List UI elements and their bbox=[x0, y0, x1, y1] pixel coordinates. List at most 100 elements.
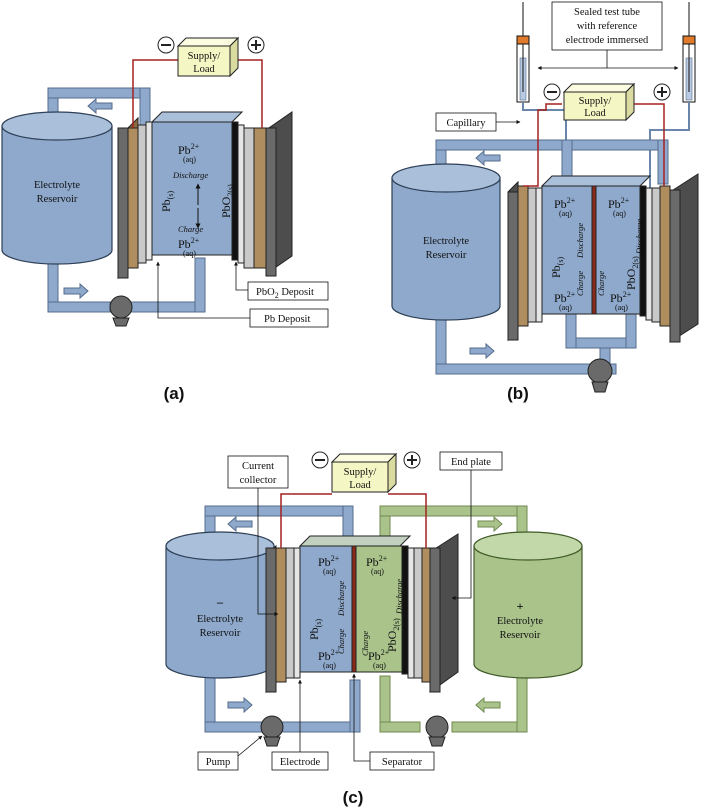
reservoir-b-line1: Electrolyte bbox=[423, 236, 469, 247]
caption-c: (c) bbox=[343, 788, 364, 807]
aq-top-b-left: (aq) bbox=[559, 209, 572, 218]
supply-load-c-line1: Supply/ bbox=[344, 467, 377, 478]
separator-label: Separator bbox=[369, 751, 435, 771]
pb2-bottom-c-left: Pb2+ bbox=[318, 648, 340, 663]
reservoir-c-pos-line2: Reservoir bbox=[500, 630, 541, 641]
pb2-top-b-right: Pb2+ bbox=[608, 196, 630, 211]
pump-a bbox=[109, 295, 133, 327]
pump-b bbox=[587, 358, 613, 393]
wire-c-pos bbox=[388, 493, 427, 548]
aq-top-c-right: (aq) bbox=[371, 567, 384, 576]
end-plate-pointer bbox=[451, 470, 472, 600]
svg-text:Separator: Separator bbox=[382, 757, 423, 768]
pb2-top-b-left: Pb2+ bbox=[554, 196, 576, 211]
pb2-top-c-left: Pb2+ bbox=[318, 554, 340, 569]
svg-text:Pump: Pump bbox=[206, 757, 231, 768]
svg-text:Current: Current bbox=[242, 461, 274, 472]
svg-text:Sealed test tube: Sealed test tube bbox=[574, 7, 640, 18]
reservoir-a-line2: Reservoir bbox=[37, 194, 78, 205]
pb-deposit-pointer bbox=[156, 261, 250, 319]
svg-text:End plate: End plate bbox=[451, 457, 491, 468]
reservoir-b-line2: Reservoir bbox=[426, 250, 467, 261]
electrode-label: Electrode bbox=[271, 751, 329, 771]
aq-bottom-c-right: (aq) bbox=[373, 661, 386, 670]
reservoir-c-pos-sign: + bbox=[517, 599, 524, 613]
test-tube-left bbox=[516, 2, 530, 103]
minus-icon-a bbox=[157, 36, 175, 54]
reservoir-c-positive: + Electrolyte Reservoir bbox=[473, 531, 583, 679]
cell-stack-c bbox=[265, 533, 459, 694]
pbo2-c: PbO2(s) bbox=[385, 618, 401, 652]
caption-b: (b) bbox=[507, 384, 529, 403]
pb2-top-c-right: Pb2+ bbox=[366, 554, 388, 569]
pb2-bottom-c-right: Pb2+ bbox=[368, 648, 390, 663]
charge-c-right: Charge bbox=[360, 631, 370, 656]
plus-icon-a bbox=[247, 36, 265, 54]
flow-arrow-b-bottom bbox=[469, 342, 495, 360]
pb-deposit-label: Pb Deposit bbox=[249, 308, 329, 328]
wire-a-pos bbox=[234, 59, 263, 128]
svg-text:Capillary: Capillary bbox=[446, 118, 486, 129]
aq-bottom-b-right: (aq) bbox=[615, 303, 628, 312]
pb2-bottom-b-left: Pb2+ bbox=[554, 290, 576, 305]
aq-bottom-c-left: (aq) bbox=[323, 661, 336, 670]
discharge-b-left: Discharge bbox=[575, 223, 585, 259]
svg-text:Pb Deposit: Pb Deposit bbox=[264, 314, 310, 325]
flow-arrow-c-green-top bbox=[477, 515, 503, 533]
test-tube-right bbox=[682, 2, 696, 103]
pb2-bottom-a: Pb2+ bbox=[178, 236, 200, 251]
discharge-b-right: Discharge bbox=[634, 219, 644, 255]
aq-bottom-a: (aq) bbox=[183, 249, 196, 258]
test-tube-label: Sealed test tube with reference electrod… bbox=[551, 1, 663, 51]
supply-load-c: Supply/ Load bbox=[330, 452, 398, 494]
panel-b: Sealed test tube with reference electrod… bbox=[391, 1, 699, 403]
svg-text:Electrode: Electrode bbox=[280, 757, 321, 768]
reservoir-b: Electrolyte Reservoir bbox=[391, 163, 501, 321]
svg-text:PbO2 Deposit: PbO2 Deposit bbox=[256, 287, 314, 300]
current-collector-pointer bbox=[257, 488, 279, 616]
wire-c-neg bbox=[280, 493, 332, 548]
pipe-c-green bbox=[379, 505, 528, 733]
charge-b-right: Charge bbox=[596, 271, 606, 296]
plus-icon-b bbox=[653, 83, 671, 101]
end-plate-label: End plate bbox=[439, 451, 503, 471]
reservoir-c-negative: – Electrolyte Reservoir bbox=[165, 531, 275, 679]
cell-stack-b bbox=[507, 173, 699, 343]
reservoir-a-line1: Electrolyte bbox=[34, 180, 80, 191]
panel-c: – Electrolyte Reservoir + Electrolyte Re… bbox=[165, 451, 583, 807]
pipe-a bbox=[47, 87, 206, 313]
flow-arrow-b-top bbox=[475, 149, 501, 167]
supply-load-a-line2: Load bbox=[193, 64, 215, 75]
flow-arrow-a-bottom bbox=[63, 282, 89, 300]
pbs-a: Pb(s) bbox=[159, 191, 175, 212]
discharge-c-left: Discharge bbox=[336, 581, 346, 617]
supply-load-b-line1: Supply/ bbox=[579, 96, 612, 107]
minus-icon-b bbox=[543, 83, 561, 101]
cell-stack-a bbox=[117, 111, 293, 280]
wire-a-neg bbox=[132, 59, 180, 128]
pump-c-left bbox=[260, 715, 284, 747]
reservoir-c-neg-sign: – bbox=[216, 595, 224, 609]
pb2-bottom-b-right: Pb2+ bbox=[610, 290, 632, 305]
supply-load-a: Supply/ Load bbox=[176, 36, 240, 78]
flow-arrow-a-top bbox=[87, 97, 113, 115]
aq-bottom-b-left: (aq) bbox=[559, 303, 572, 312]
discharge-c-right: Discharge bbox=[394, 579, 404, 615]
supply-load-b-line2: Load bbox=[584, 108, 606, 119]
pbs-b: Pb(s) bbox=[549, 257, 565, 278]
reservoir-c-pos-line1: Electrolyte bbox=[497, 616, 543, 627]
plus-icon-c bbox=[403, 451, 421, 469]
svg-text:electrode immersed: electrode immersed bbox=[566, 35, 649, 46]
aq-top-b-right: (aq) bbox=[613, 209, 626, 218]
charge-c-left: Charge bbox=[336, 629, 346, 654]
pump-pointer bbox=[237, 735, 263, 757]
flow-arrow-c-blue-bottom bbox=[227, 696, 253, 714]
charge-b-left: Charge bbox=[575, 271, 585, 296]
aq-top-c-left: (aq) bbox=[323, 567, 336, 576]
capillary-label: Capillary bbox=[435, 112, 497, 132]
pbo2-a: PbO2(s) bbox=[219, 184, 235, 218]
discharge-a: Discharge bbox=[172, 170, 208, 180]
supply-load-c-line2: Load bbox=[349, 480, 371, 491]
minus-icon-c bbox=[311, 451, 329, 469]
